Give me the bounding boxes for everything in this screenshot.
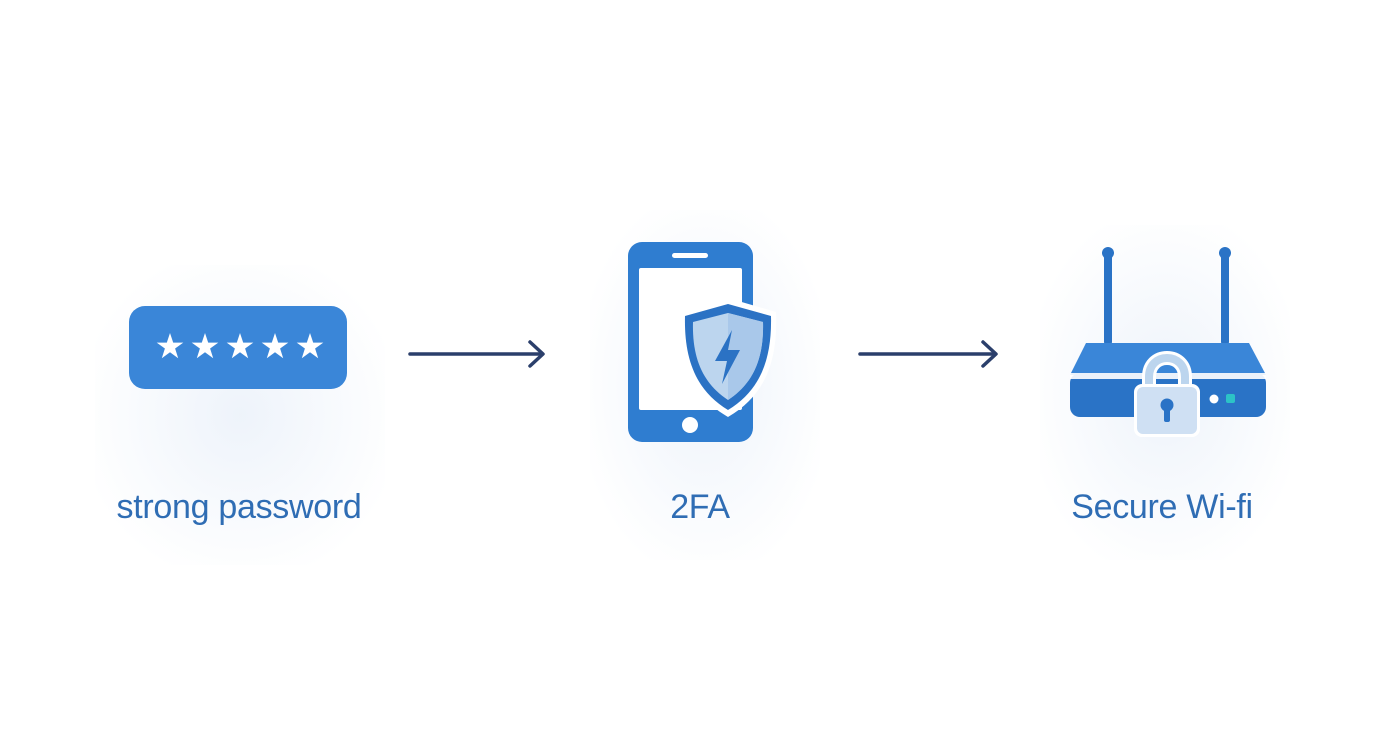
arrow-right-icon	[858, 340, 998, 368]
asterisk-star-icon	[226, 333, 254, 359]
router-lock-icon	[1070, 247, 1266, 437]
phone-shield-icon	[628, 242, 777, 442]
asterisk-star-icon	[191, 333, 219, 359]
password-field-icon	[129, 306, 347, 389]
asterisk-star-icon	[261, 333, 289, 359]
padlock-icon	[1134, 350, 1200, 437]
asterisk-star-icon	[156, 333, 184, 359]
arrow-right-icon	[408, 340, 545, 368]
step-label-strong-password: strong password	[116, 488, 362, 526]
step-label-2fa: 2FA	[670, 488, 730, 526]
asterisk-star-icon	[296, 333, 324, 359]
lightning-bolt-icon	[715, 330, 740, 384]
step-label-secure-wifi: Secure Wi-fi	[1071, 488, 1253, 526]
